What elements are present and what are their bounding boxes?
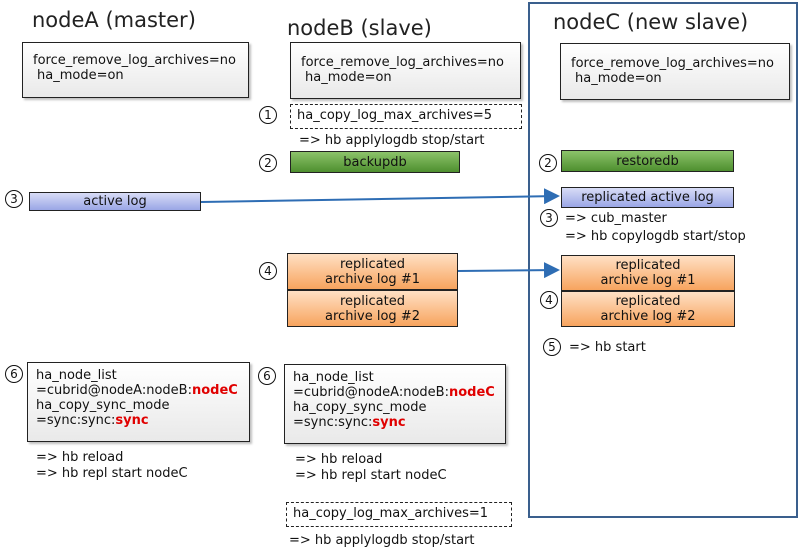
nodeC-cub-master-command: => cub_master [565,211,667,226]
ha-node-list-key: ha_node_list [293,370,374,385]
ha-node-list-key: ha_node_list [36,368,117,383]
archive-2-line-2: archive log #2 [325,308,420,324]
nodeC-replicated-active-log-bar: replicated active log [561,187,734,208]
ha-sync-mode-value: =sync:sync:sync [36,413,241,428]
archive-2-line-1: replicated [340,293,405,309]
ha-sync-mode-prefix: =sync:sync: [36,413,116,428]
archive-1-line-2: archive log #1 [600,273,696,288]
step-5-marker: 5 [543,338,561,356]
nodeB-config-box: force_remove_log_archives=no ha_mode=on [290,42,521,99]
nodeA-reload-command: => hb reload [36,450,124,465]
nodeA-title: nodeA (master) [32,8,196,32]
config-line-ha-mode: ha_mode=on [37,68,124,83]
nodeC-replicated-archive-log-1: replicated archive log #1 [561,255,735,291]
nodeB-reload-command: => hb reload [295,452,383,467]
config-line-force-remove: force_remove_log_archives=no [33,53,236,68]
ha-sync-mode-new: sync [372,415,406,430]
nodeC-replicated-archive-log-2: replicated archive log #2 [561,291,735,327]
ha-sync-mode-value: =sync:sync:sync [293,415,497,430]
config-line-ha-mode: ha_mode=on [305,70,392,85]
config-line-ha-mode: ha_mode=on [575,71,662,86]
config-line-force-remove: force_remove_log_archives=no [571,56,774,71]
step-4-marker-nodeB: 4 [259,262,277,280]
nodeA-active-log-bar: active log [29,192,201,211]
ha-node-list-value: =cubrid@nodeA:nodeB:nodeC [293,385,497,400]
nodeC-hb-start-command: => hb start [569,340,646,355]
nodeA-repl-start-command: => hb repl start nodeC [36,466,188,481]
ha-node-list-prefix: =cubrid@nodeA:nodeB: [293,385,449,400]
ha-node-list-new-node: nodeC [191,383,238,398]
nodeC-copylogdb-command: => hb copylogdb start/stop [565,229,746,244]
step-2-marker-nodeB: 2 [259,154,277,172]
nodeB-ha-config-box: ha_node_list =cubrid@nodeA:nodeB:nodeC h… [284,364,506,444]
archive-1-line-1: replicated [340,256,405,272]
archive-2-line-1: replicated [615,294,681,309]
active-log-replication-arrow [200,188,560,205]
config-line-force-remove: force_remove_log_archives=no [301,55,504,70]
nodeB-applylogdb-command-2: => hb applylogdb stop/start [289,533,475,548]
ha-sync-mode-key: ha_copy_sync_mode [293,400,427,415]
nodeC-panel [528,2,798,518]
nodeC-config-box: force_remove_log_archives=no ha_mode=on [560,43,790,100]
archive-1-line-1: replicated [615,258,681,273]
step-4-marker-nodeC: 4 [540,291,558,309]
nodeB-replicated-archive-log-2: replicated archive log #2 [287,290,458,327]
nodeB-applylogdb-command: => hb applylogdb stop/start [299,133,485,148]
ha-node-list-prefix: =cubrid@nodeA:nodeB: [36,383,192,398]
nodeB-title: nodeB (slave) [287,16,432,40]
archive-log-copy-arrow [457,262,560,279]
step-6-marker-nodeA: 6 [5,365,23,383]
ha-sync-mode-new: sync [115,413,149,428]
step-2-marker-nodeC: 2 [539,154,557,172]
nodeA-config-box: force_remove_log_archives=no ha_mode=on [22,42,249,98]
ha-node-list-value: =cubrid@nodeA:nodeB:nodeC [36,383,241,398]
ha-sync-mode-key: ha_copy_sync_mode [36,398,170,413]
ha-sync-mode-prefix: =sync:sync: [293,415,373,430]
nodeB-max-archives-5: ha_copy_log_max_archives=5 [290,104,522,129]
nodeB-replicated-archive-log-1: replicated archive log #1 [287,253,458,290]
archive-2-line-2: archive log #2 [600,309,696,324]
nodeC-title: nodeC (new slave) [553,10,749,34]
ha-node-list-new-node: nodeC [448,385,495,400]
nodeA-ha-config-box: ha_node_list =cubrid@nodeA:nodeB:nodeC h… [27,362,250,442]
step-6-marker-nodeB: 6 [258,367,276,385]
step-1-marker: 1 [259,106,277,124]
restoredb-bar: restoredb [561,150,734,172]
step-3-marker-nodeA: 3 [5,190,23,208]
nodeB-repl-start-command: => hb repl start nodeC [295,468,447,483]
archive-1-line-2: archive log #1 [325,271,420,287]
backupdb-bar: backupdb [290,151,460,173]
nodeB-max-archives-1: ha_copy_log_max_archives=1 [286,502,512,527]
step-3-marker-nodeC: 3 [540,209,558,227]
